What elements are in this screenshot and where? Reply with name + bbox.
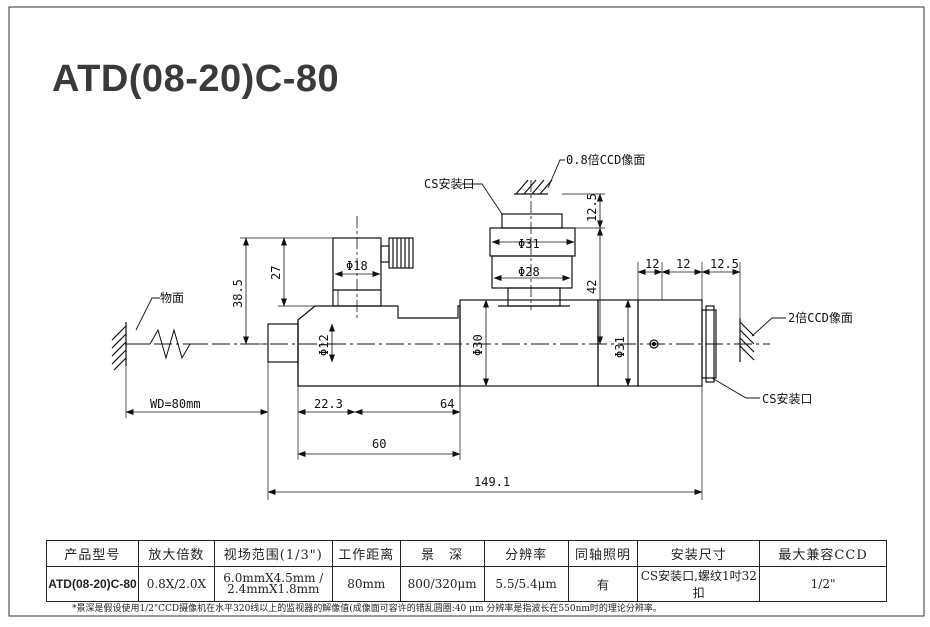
dim-12-5-top: 12.5 bbox=[585, 193, 599, 222]
header-coaxial: 同轴照明 bbox=[567, 540, 639, 567]
spec-table: 产品型号 放大倍数 视场范围(1/3") 工作距离 景 深 分辨率 同轴照明 安… bbox=[46, 540, 887, 602]
value-dof: 800/320μm bbox=[399, 566, 485, 602]
object-plane-label: 物面 bbox=[160, 291, 184, 305]
dim-38-5: 38.5 bbox=[231, 279, 245, 308]
cs-mount-right-label: CS安装口 bbox=[762, 391, 812, 406]
header-dof: 景 深 bbox=[399, 540, 485, 567]
value-model: ATD(08-20)C-80 bbox=[46, 566, 139, 602]
dim-12-a: 12 bbox=[645, 257, 659, 271]
value-fov-line1: 6.0mmX4.5mm / bbox=[223, 571, 324, 585]
value-fov-line2: 2.4mmX1.8mm bbox=[227, 582, 320, 596]
rear-housing bbox=[637, 299, 703, 387]
value-working-distance: 80mm bbox=[331, 566, 401, 602]
ccd-08-label: 0.8倍CCD像面 bbox=[566, 152, 645, 167]
dim-phi28: Φ28 bbox=[518, 265, 540, 279]
footnote: *景深是假设使用1/2"CCD摄像机在水平320线以上的监视器的解像值(成像面可… bbox=[72, 604, 662, 614]
header-working-distance: 工作距离 bbox=[331, 540, 401, 567]
dim-27: 27 bbox=[269, 266, 283, 280]
rear-cs-ring bbox=[701, 309, 717, 379]
dim-12-5: 12.5 bbox=[710, 257, 739, 271]
object-plane-hatch bbox=[111, 322, 127, 371]
spec-value-row: ATD(08-20)C-80 0.8X/2.0X 6.0mmX4.5mm /2.… bbox=[46, 566, 887, 602]
header-fov: 视场范围(1/3") bbox=[213, 540, 333, 567]
dim-60: 60 bbox=[372, 437, 386, 451]
zigzag-break bbox=[126, 328, 206, 360]
dim-149-1: 149.1 bbox=[474, 475, 510, 489]
dim-12-b: 12 bbox=[676, 257, 690, 271]
value-fov: 6.0mmX4.5mm /2.4mmX1.8mm bbox=[213, 566, 333, 602]
header-magnification: 放大倍数 bbox=[137, 540, 215, 567]
outer-border bbox=[8, 6, 925, 617]
header-model: 产品型号 bbox=[46, 540, 139, 567]
header-resolution: 分辨率 bbox=[483, 540, 569, 567]
dim-64: 64 bbox=[440, 397, 454, 411]
dim-phi30: Φ30 bbox=[471, 334, 485, 356]
dim-42: 42 bbox=[585, 280, 599, 294]
spec-header-row: 产品型号 放大倍数 视场范围(1/3") 工作距离 景 深 分辨率 同轴照明 安… bbox=[46, 540, 887, 567]
object-leader bbox=[135, 297, 160, 331]
value-resolution: 5.5/5.4μm bbox=[483, 566, 569, 602]
front-tube bbox=[267, 323, 299, 363]
zoom-knob-housing bbox=[332, 237, 382, 307]
dim-22-3: 22.3 bbox=[314, 397, 343, 411]
ccd-2-label: 2倍CCD像面 bbox=[788, 310, 853, 325]
cs-mount-top-label: CS安装口 bbox=[424, 176, 474, 191]
top-cs-ring bbox=[501, 213, 563, 229]
value-coaxial: 有 bbox=[567, 566, 639, 602]
header-max-ccd: 最大兼容CCD bbox=[759, 540, 887, 567]
set-screw bbox=[649, 339, 659, 349]
value-max-ccd: 1/2" bbox=[759, 566, 887, 602]
dim-phi31-right: Φ31 bbox=[613, 336, 627, 358]
ccd-2-hatch bbox=[739, 318, 755, 362]
value-magnification: 0.8X/2.0X bbox=[137, 566, 215, 602]
value-mount: CS安装口,螺纹1吋32扣 bbox=[637, 566, 761, 602]
dim-wd: WD=80mm bbox=[150, 397, 201, 411]
product-title: ATD(08-20)C-80 bbox=[52, 58, 340, 100]
dim-phi18: Φ18 bbox=[346, 259, 368, 273]
dim-phi12: Φ12 bbox=[317, 334, 331, 356]
header-mount: 安装尺寸 bbox=[637, 540, 761, 567]
ccd-08-hatch bbox=[514, 179, 553, 195]
knurled-knob bbox=[388, 237, 414, 269]
dim-phi31-top: Φ31 bbox=[518, 237, 540, 251]
